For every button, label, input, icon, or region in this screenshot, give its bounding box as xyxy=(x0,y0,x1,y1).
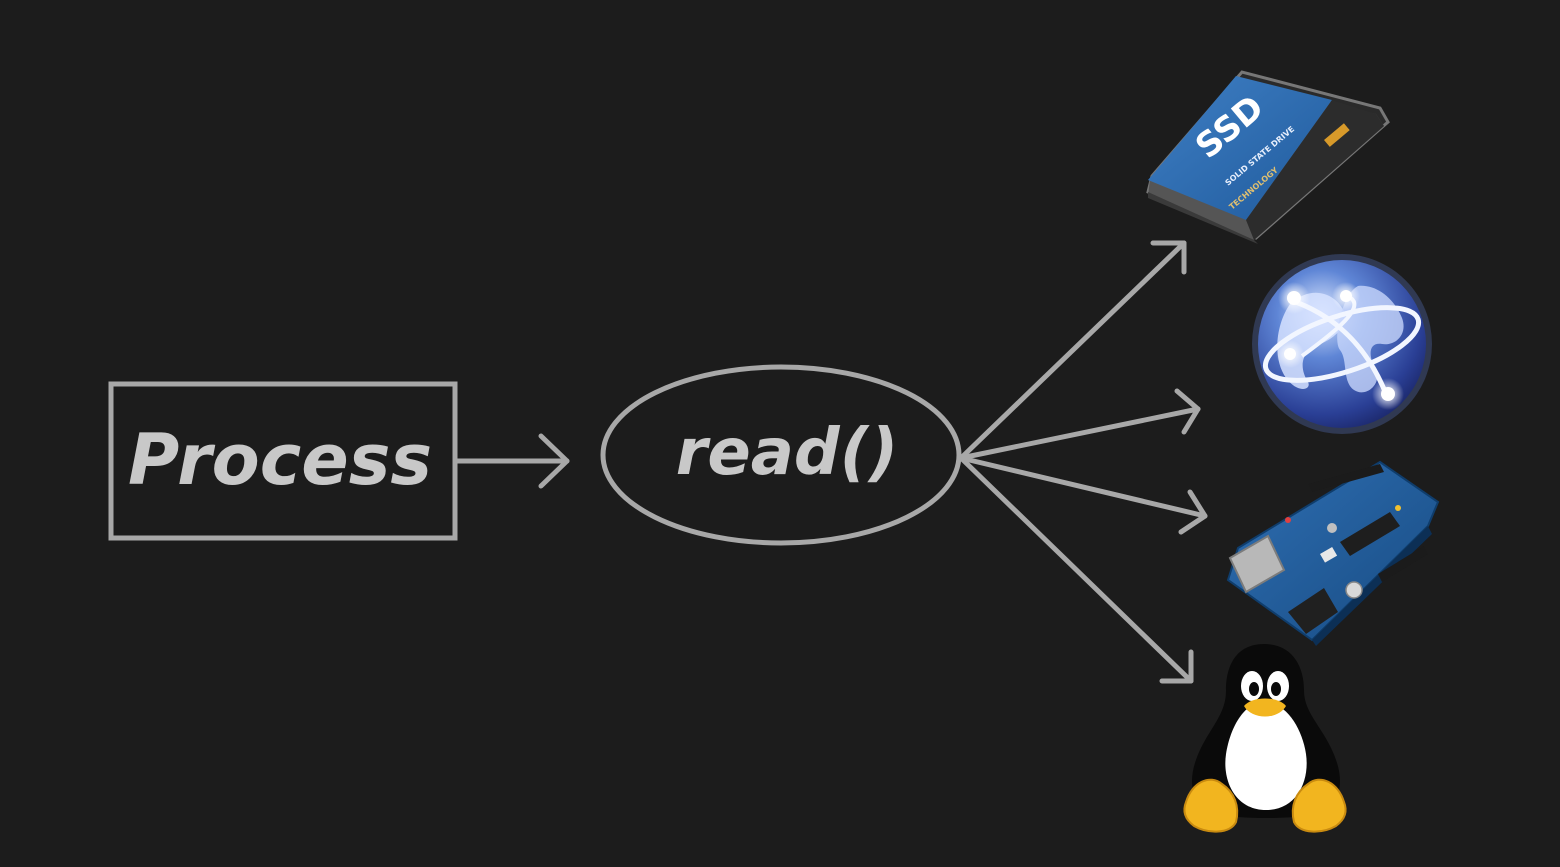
globe-network-icon xyxy=(1252,254,1432,434)
fanout-arrows xyxy=(958,240,1208,684)
arrow-to-network xyxy=(958,388,1201,461)
read-ellipse xyxy=(600,364,962,546)
read-call-node: read() xyxy=(600,364,962,546)
process-node: Process xyxy=(108,381,458,541)
arrow-to-ssd xyxy=(958,240,1187,461)
read-label: read() xyxy=(676,416,898,490)
tux-penguin-icon xyxy=(1183,644,1347,833)
ssd-drive-icon: SSD SOLID STATE DRIVE TECHNOLOGY xyxy=(1146,70,1390,244)
process-label: Process xyxy=(128,419,432,501)
arrow-to-arduino xyxy=(958,455,1208,535)
process-to-read-arrow xyxy=(454,433,570,489)
arduino-board-icon xyxy=(1226,460,1440,646)
arrow-to-linux xyxy=(958,455,1194,684)
